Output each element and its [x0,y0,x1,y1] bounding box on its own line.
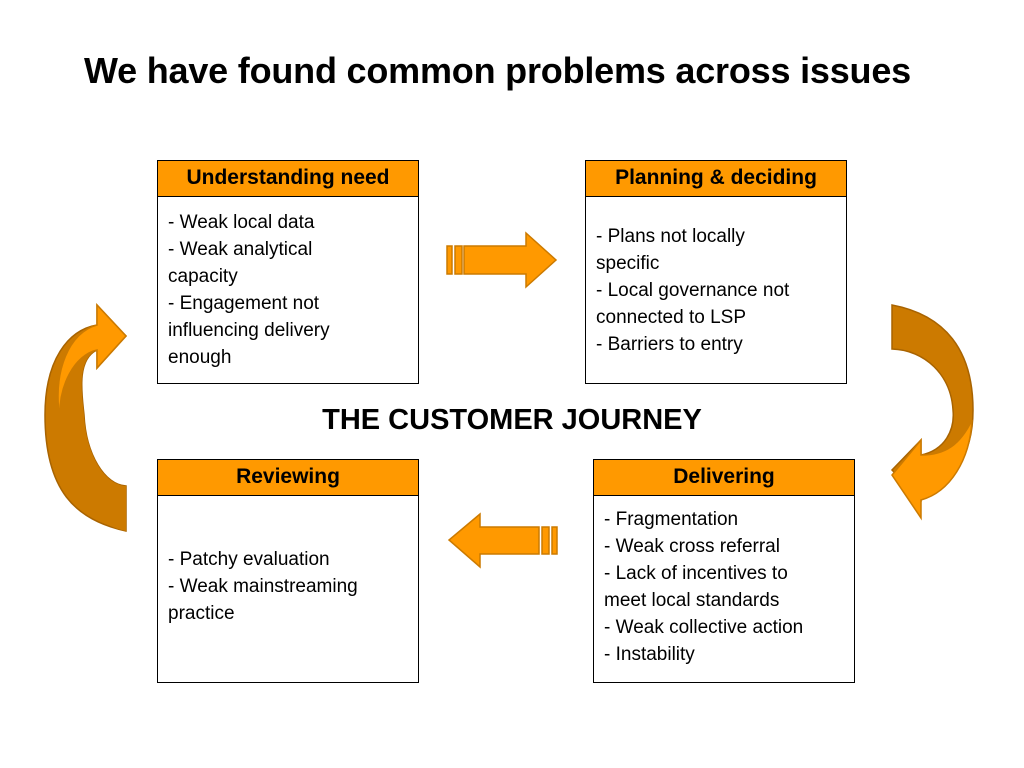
list-item: - Patchy evaluation [168,549,330,570]
list-item: - Weak analytical [168,239,313,260]
list-item: - Weak mainstreaming [168,576,358,597]
list-item: - Weak cross referral [604,536,780,557]
list-item: practice [168,603,235,624]
stage-header: Delivering [594,460,854,496]
stage-body: - Plans not locally specific - Local gov… [596,223,840,358]
list-item: - Barriers to entry [596,334,743,355]
stage-box-delivering: Delivering - Fragmentation - Weak cross … [593,459,855,683]
center-label: THE CUSTOMER JOURNEY [322,404,702,436]
list-item: enough [168,347,232,368]
list-item: - Local governance not [596,280,790,301]
stage-box-reviewing: Reviewing - Patchy evaluation - Weak mai… [157,459,419,683]
list-item: - Weak local data [168,212,315,233]
right-arrow-icon [446,231,558,289]
list-item: influencing delivery [168,320,330,341]
list-item: specific [596,253,660,274]
curved-down-arrow-icon [890,304,974,521]
list-item: capacity [168,266,238,287]
list-item: meet local standards [604,590,780,611]
list-item: - Plans not locally [596,226,745,247]
list-item: - Lack of incentives to [604,563,788,584]
stage-body: - Patchy evaluation - Weak mainstreaming… [168,546,412,627]
curved-up-arrow-icon [44,303,128,532]
list-item: connected to LSP [596,307,746,328]
page-title: We have found common problems across iss… [84,50,911,91]
stage-header: Understanding need [158,161,418,197]
list-item: - Fragmentation [604,509,739,530]
stage-box-planning-deciding: Planning & deciding - Plans not locally … [585,160,847,384]
left-arrow-icon [447,512,558,569]
list-item: - Instability [604,644,695,665]
stage-body: - Weak local data - Weak analytical capa… [168,209,412,371]
list-item: - Engagement not [168,293,320,314]
stage-header: Planning & deciding [586,161,846,197]
stage-box-understanding-need: Understanding need - Weak local data - W… [157,160,419,384]
list-item: - Weak collective action [604,617,804,638]
stage-body: - Fragmentation - Weak cross referral - … [604,506,848,668]
stage-header: Reviewing [158,460,418,496]
